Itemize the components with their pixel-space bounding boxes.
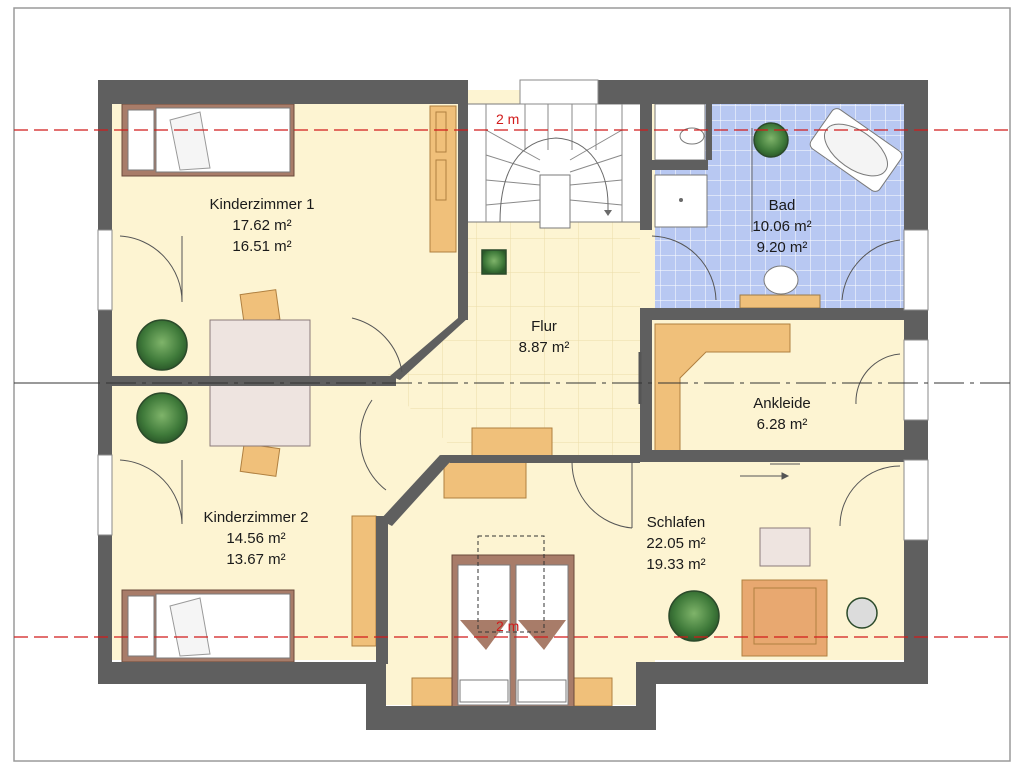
dimension-lines bbox=[14, 129, 1010, 638]
room-area-living: 6.28 m² bbox=[756, 416, 808, 433]
room-area-living: 14.56 m² bbox=[226, 530, 286, 547]
room-label-kinderzimmer1: Kinderzimmer 1 17.62 m² 16.51 m² bbox=[209, 194, 314, 257]
staircase bbox=[465, 103, 643, 229]
furniture bbox=[239, 105, 828, 707]
room-name: Bad bbox=[768, 197, 796, 214]
room-area-living: 8.87 m² bbox=[518, 339, 570, 356]
room-label-bad: Bad 10.06 m² 9.20 m² bbox=[752, 195, 811, 258]
room-name: Flur bbox=[531, 318, 557, 335]
room-label-flur: Flur 8.87 m² bbox=[519, 316, 570, 358]
room-area-floor: 19.33 m² bbox=[646, 556, 706, 573]
bathroom-fixtures bbox=[654, 103, 903, 309]
plants bbox=[136, 122, 878, 642]
flur-floor bbox=[380, 220, 640, 460]
room-area-floor: 16.51 m² bbox=[232, 238, 292, 255]
room-label-kinderzimmer2: Kinderzimmer 2 14.56 m² 13.67 m² bbox=[203, 507, 308, 570]
dimension-label-upper: 2 m bbox=[496, 111, 520, 127]
doors bbox=[119, 235, 901, 529]
room-area-living: 17.62 m² bbox=[232, 217, 292, 234]
windows bbox=[97, 79, 929, 541]
room-label-schlafen: Schlafen 22.05 m² 19.33 m² bbox=[646, 512, 705, 575]
drawing-frame bbox=[13, 7, 1011, 762]
room-area-living: 10.06 m² bbox=[752, 218, 812, 235]
beds bbox=[121, 103, 575, 708]
room-name: Ankleide bbox=[753, 395, 811, 412]
room-area-floor: 9.20 m² bbox=[756, 239, 808, 256]
room-name: Kinderzimmer 2 bbox=[203, 509, 309, 526]
room-label-ankleide: Ankleide 6.28 m² bbox=[753, 393, 811, 435]
room-name: Kinderzimmer 1 bbox=[209, 196, 315, 213]
room-area-living: 22.05 m² bbox=[646, 535, 706, 552]
room-name: Schlafen bbox=[646, 514, 706, 531]
dimension-label-lower: 2 m bbox=[496, 618, 520, 634]
room-area-floor: 13.67 m² bbox=[226, 551, 286, 568]
